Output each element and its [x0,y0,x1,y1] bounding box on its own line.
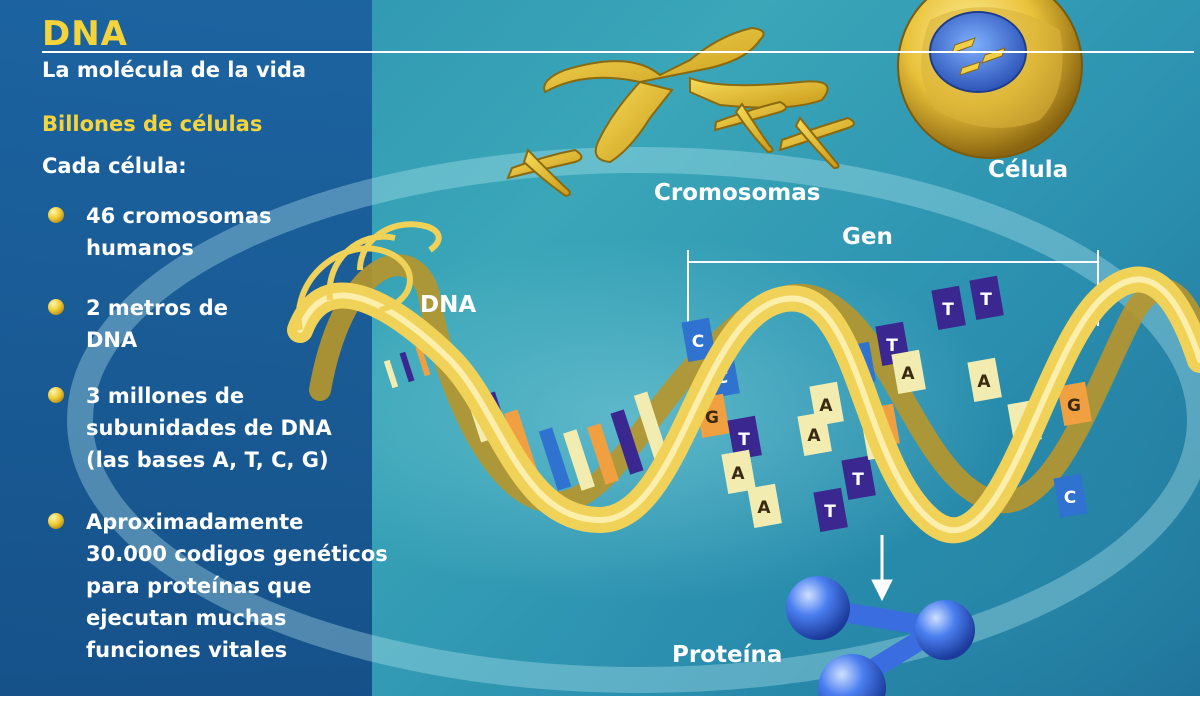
chromosome-small-1 [506,148,583,198]
base-block [809,381,844,426]
base-pair-rung [383,359,399,389]
base-pair-rung [399,351,415,383]
fact-line: 30.000 codigos genéticos [86,542,388,566]
bullet-dot-icon [48,387,64,403]
base-pair-rung [633,391,669,461]
base-block [931,285,966,330]
orbit-halo [67,147,1200,693]
base-letter: T [886,336,898,356]
base-pair-rung [610,409,644,475]
base-pair-rung [538,427,572,491]
base-block [969,275,1004,320]
fact-line: humanos [86,236,194,260]
fact-line: 2 metros de [86,296,228,320]
base-block [891,349,926,394]
base-letter: A [977,372,991,392]
cell-icon [897,0,1083,159]
base-block [1053,473,1088,518]
base-pair-rung [415,345,431,377]
fact-line: subunidades de DNA [86,416,332,440]
base-letter: T [980,290,992,310]
cells-heading: Billones de células [42,112,263,136]
base-block [681,317,716,362]
base-letter: T [824,502,836,522]
info-sidebar [0,0,372,696]
label-cell: Célula [988,157,1069,183]
chromosome-small-2 [713,100,787,154]
base-letter: A [819,396,833,416]
base-block [1057,381,1092,426]
fact-item-length: 2 metros de DNA [48,292,368,356]
base-letter: C [1064,488,1076,508]
per-cell-label: Cada célula: [42,154,187,178]
fact-item-genetic-codes: Aproximadamente 30.000 codigos genéticos… [48,506,388,666]
fact-line: 46 cromosomas [86,204,272,228]
base-letter: T [738,430,750,450]
base-letter: A [731,464,745,484]
fact-line: Aproximadamente [86,510,304,534]
bullet-dot-icon [48,299,64,315]
fact-line: (las bases A, T, C, G) [86,448,329,472]
label-gene: Gen [842,224,893,250]
base-block [841,455,876,500]
chromosome-large [543,26,829,164]
base-letter: T [942,300,954,320]
fact-item-subunits: 3 millones de subunidades de DNA (las ba… [48,380,368,476]
base-letter: C [692,332,704,352]
bullet-dot-icon [48,513,64,529]
base-block [813,487,848,532]
base-letter: G [1067,396,1081,416]
helix-front-highlight [297,276,1200,533]
title-divider [42,51,1194,53]
fact-line: funciones vitales [86,638,288,662]
protein-molecule [786,576,975,696]
label-chromosomes: Cromosomas [654,180,821,206]
base-pair-rung [587,423,619,485]
base-letter: G [705,408,719,428]
fact-line: ejecutan muchas [86,606,287,630]
page-subtitle: La molécula de la vida [42,58,307,82]
fact-line: 3 millones de [86,384,245,408]
helix-coil-tail [295,221,442,331]
fact-line: DNA [86,328,138,352]
base-letter: A [807,426,821,446]
label-dna: DNA [420,292,477,318]
base-letter: T [852,470,864,490]
base-block [727,415,762,460]
bullet-dot-icon [48,207,64,223]
label-protein: Proteína [672,642,783,668]
base-block [721,449,756,494]
base-letter: A [757,498,771,518]
dna-illustration: CCGTAAAATTACGTATATAGC [67,0,1200,696]
base-block [747,483,782,528]
page-title: DNA [42,14,128,54]
base-pair-rung [563,429,595,491]
fact-line: para proteínas que [86,574,312,598]
fact-item-chromosomes: 46 cromosomas humanos [48,200,368,264]
base-block [967,357,1002,402]
chromosome-small-3 [778,116,855,170]
arrow-down-icon [871,535,893,602]
base-letter: A [901,364,915,384]
